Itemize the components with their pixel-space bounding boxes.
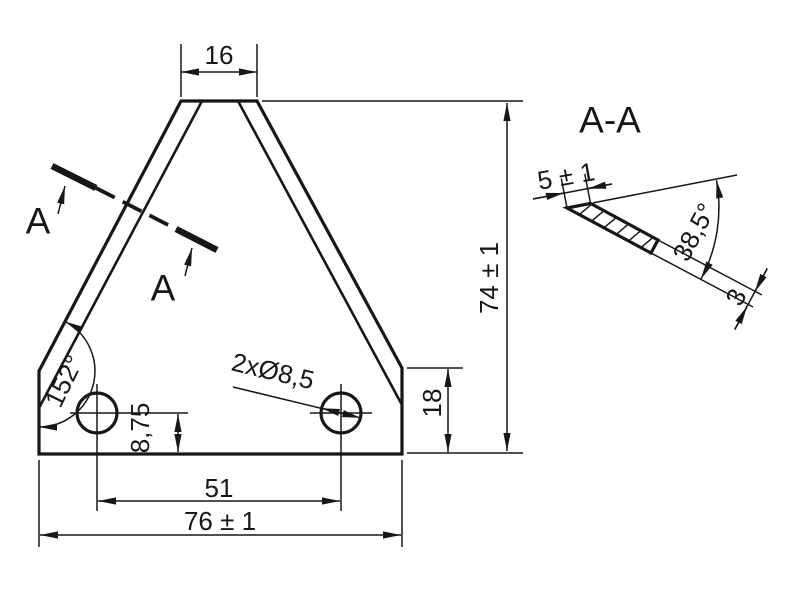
section-hatching	[578, 203, 654, 248]
hole-callout-value: 2xØ8,5	[229, 347, 318, 396]
dim-overall-height: 74 ± 1	[262, 100, 523, 454]
dim-hole-center-height-value: 8,75	[125, 403, 155, 454]
dim-overall-width: 76 ± 1	[38, 460, 403, 547]
part-outline	[37, 99, 404, 456]
dim-corner-angle: 152°	[39, 320, 96, 431]
dim-blade-thickness: 3	[719, 268, 768, 330]
section-view-arrow-bottom	[184, 247, 193, 277]
dim-bevel-face-width: 5 ± 1	[532, 156, 613, 209]
dim-top-width-value: 16	[205, 40, 234, 70]
dim-overall-width-value: 76 ± 1	[184, 506, 256, 536]
section-view: A-A 5 ± 1 38,5° 3	[532, 100, 768, 330]
dim-bevel-angle: 38,5°	[666, 180, 724, 280]
dim-hole-center-height: 8,75	[125, 403, 182, 454]
dim-right-edge-height: 18	[407, 367, 463, 452]
section-label-top: A	[26, 201, 51, 242]
section-label-bottom: A	[151, 268, 176, 309]
dim-hole-spacing-value: 51	[205, 473, 234, 503]
dim-overall-height-value: 74 ± 1	[474, 242, 504, 314]
dim-bevel-angle-value: 38,5°	[666, 198, 721, 266]
section-cut-end-top	[50, 163, 98, 191]
dim-top-width: 16	[180, 40, 258, 97]
section-cut-dashes	[95, 186, 177, 231]
section-view-arrow-top	[57, 185, 66, 215]
bevel-face-extension-line	[592, 174, 738, 204]
front-view: 16 74 ± 1 18 8,75 51	[26, 40, 523, 547]
bottom-face-extension-line	[650, 252, 754, 308]
section-cut-line: A A	[26, 163, 219, 309]
dim-hole-spacing: 51	[98, 473, 340, 505]
dim-right-edge-height-value: 18	[417, 389, 447, 418]
section-cut-end-bottom	[174, 226, 219, 253]
section-view-title: A-A	[579, 100, 641, 141]
bevel-edge-line-right	[236, 100, 404, 406]
